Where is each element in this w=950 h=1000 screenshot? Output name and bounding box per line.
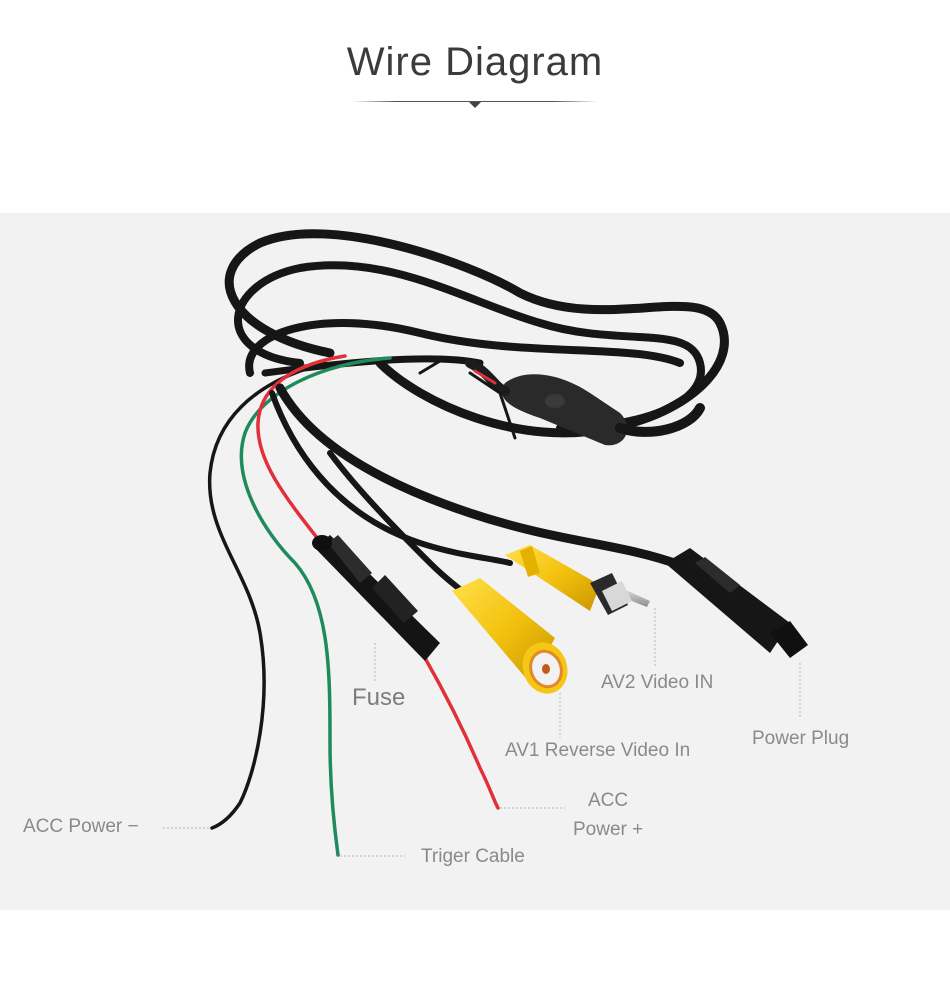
av2-cable — [269, 390, 513, 566]
label-acc-power-minus: ACC Power − — [23, 816, 139, 837]
av2-rca-connector — [505, 545, 650, 615]
label-triger-cable: Triger Cable — [421, 846, 525, 867]
av1-rca-connector — [452, 578, 568, 694]
cable-coil — [224, 229, 729, 438]
label-power-plug: Power Plug — [752, 728, 850, 749]
leader-lines — [163, 608, 801, 857]
power-plug-cable — [275, 383, 685, 570]
label-av2-video-in: AV2 Video IN — [601, 672, 714, 693]
acc-power-plus-wire — [256, 354, 347, 550]
label-acc-power-plus-line2: Power + — [573, 819, 644, 840]
title-underline — [352, 101, 598, 102]
acc-power-plus-wire-tail — [423, 656, 500, 810]
triger-cable-wire — [239, 356, 392, 857]
title-underline-arrow-icon — [469, 102, 481, 108]
wire-diagram-panel: Fuse AV2 Video IN AV1 Reverse Video In P… — [0, 213, 950, 910]
cable-junction — [465, 358, 705, 446]
label-fuse: Fuse — [352, 684, 406, 711]
av1-cable — [327, 450, 465, 594]
fuse-holder — [312, 535, 440, 661]
power-plug-connector — [665, 548, 808, 658]
label-av1-reverse-video-in: AV1 Reverse Video In — [505, 740, 691, 761]
header: Wire Diagram — [0, 0, 950, 140]
label-acc-power-plus-line1: ACC — [588, 790, 629, 811]
page-title: Wire Diagram — [346, 40, 604, 84]
acc-power-minus-wire — [207, 361, 327, 830]
loose-wire-ends — [418, 359, 517, 440]
wire-diagram-illustration — [163, 229, 808, 857]
